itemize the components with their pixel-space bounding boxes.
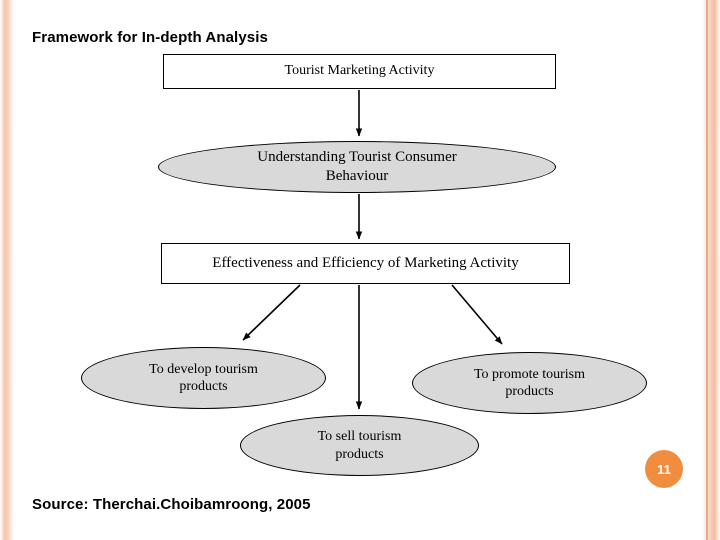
- node-label: To sell tourism products: [318, 428, 402, 463]
- node-label: To develop tourism products: [149, 361, 258, 396]
- node-label-line1: Understanding Tourist Consumer: [257, 149, 457, 166]
- node-effectiveness-and-efficiency-of-marketing-activity: Effectiveness and Efficiency of Marketin…: [161, 243, 570, 284]
- node-to-sell-tourism-products: To sell tourism products: [240, 415, 479, 476]
- source-citation: Source: Therchai.Choibamroong, 2005: [32, 496, 311, 513]
- node-label: Effectiveness and Efficiency of Marketin…: [212, 254, 519, 271]
- node-label: To promote tourism products: [474, 366, 585, 401]
- page-number-badge: 11: [645, 450, 683, 488]
- node-understanding-tourist-consumer-behaviour: Understanding Tourist Consumer Behaviour: [158, 141, 556, 193]
- decorative-right-line: [706, 0, 708, 540]
- node-label: Understanding Tourist Consumer Behaviour: [257, 148, 457, 186]
- node-to-develop-tourism-products: To develop tourism products: [81, 347, 326, 409]
- node-label-line1: To sell tourism: [317, 429, 402, 444]
- decorative-right-bar: [702, 0, 720, 540]
- node-label-line2: products: [505, 384, 554, 399]
- node-label: Tourist Marketing Activity: [284, 63, 435, 79]
- node-label-line2: Behaviour: [325, 168, 389, 184]
- page-title: Framework for In-depth Analysis: [32, 29, 268, 46]
- node-label-line1: To promote tourism: [473, 366, 585, 382]
- node-tourist-marketing-activity: Tourist Marketing Activity: [163, 54, 556, 89]
- node-label-line1: To develop tourism: [149, 361, 258, 377]
- node-label-line2: products: [179, 379, 228, 394]
- node-label-line2: products: [335, 446, 384, 462]
- decorative-left-bar: [0, 0, 14, 540]
- node-to-promote-tourism-products: To promote tourism products: [412, 352, 647, 414]
